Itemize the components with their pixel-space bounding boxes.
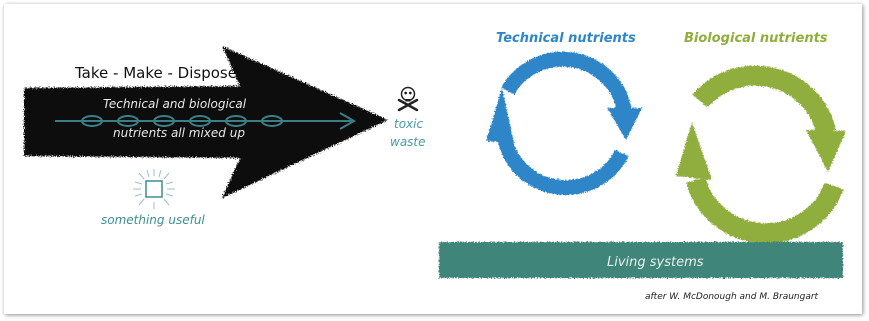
technical-cycle-arrows: [486, 59, 642, 187]
toxic-label: toxic: [394, 117, 423, 131]
take-make-dispose-title: Take - Make - Dispose: [74, 64, 237, 82]
something-useful-label: something useful: [101, 213, 205, 227]
credit-text: after W. McDonough and M. Braungart: [645, 292, 819, 302]
shining-box-icon: [133, 169, 175, 209]
skull-crossbones-icon: [399, 88, 417, 111]
waste-label: waste: [390, 135, 426, 149]
arrow-text-line2: nutrients all mixed up: [113, 126, 245, 140]
biological-nutrients-label: Biological nutrients: [684, 31, 828, 46]
technical-nutrients-label: Technical nutrients: [496, 31, 636, 46]
living-systems-label: Living systems: [607, 255, 704, 270]
arrow-text-line1: Technical and biological: [103, 97, 247, 111]
biological-cycle-arrows: [676, 76, 846, 234]
